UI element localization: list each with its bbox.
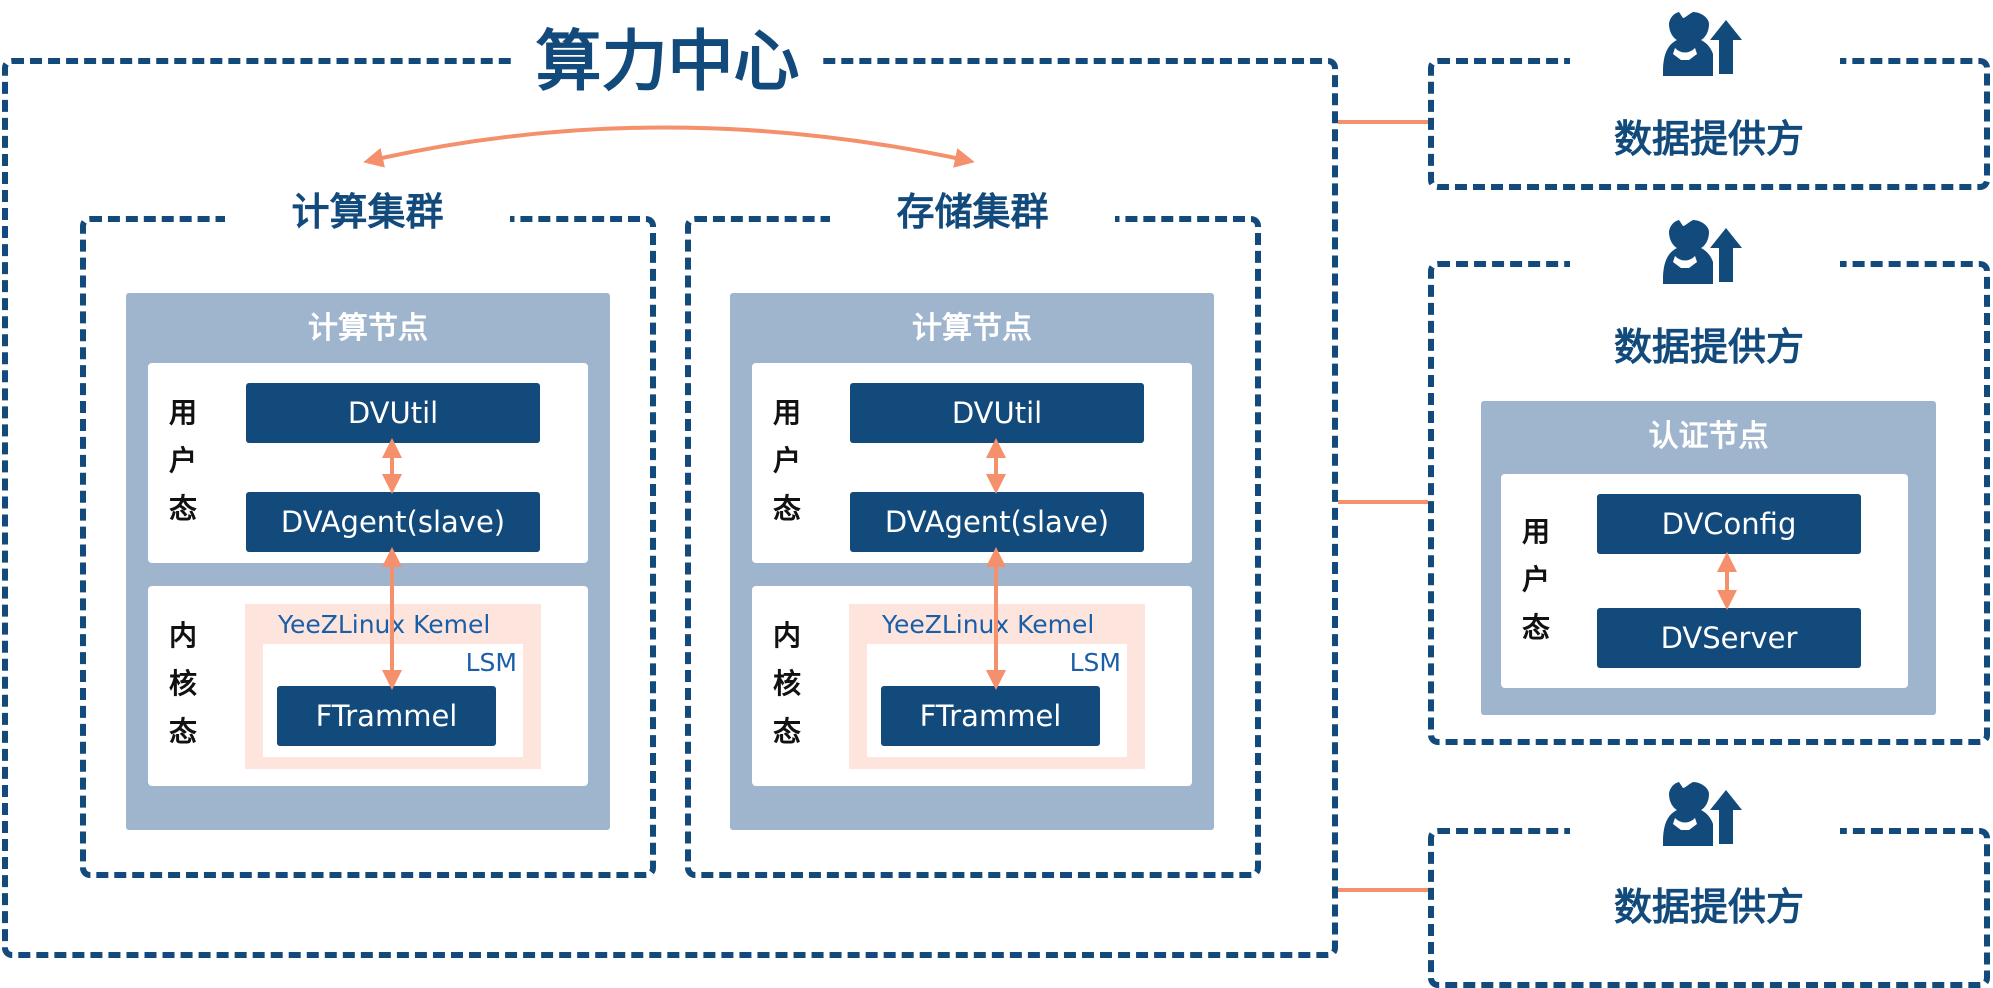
cluster-link-arrow [363,125,975,168]
compute-cluster-title: 计算集群 [225,187,510,237]
provider-title: 数据提供方 [1613,885,1804,929]
storage-cluster-title: 存储集群 [830,187,1115,237]
compute-node: 计算节点 用 户 态 DVUtil DVAgent(slave) 内 核 态 Y… [126,293,610,830]
user-mode-label: 用 户 态 [168,396,197,525]
compute-node-label: 计算节点 [308,311,428,346]
dvutil-box: DVUtil [850,383,1144,443]
lsm-box: LSM FTrammel [867,644,1127,757]
user-mode-label: 用 户 态 [772,396,801,525]
connectors [363,120,1737,892]
ftrammel-box: FTrammel [277,686,496,746]
provider-title: 数据提供方 [1613,325,1804,369]
kernel-module-box: YeeZLinux Kemel LSM FTrammel [849,604,1145,769]
kernel-mode-panel: 内 核 态 YeeZLinux Kemel LSM FTrammel [752,586,1192,786]
ftrammel-box: FTrammel [881,686,1100,746]
dvserver-box: DVServer [1597,608,1861,668]
user-mode-panel: 用 户 态 DVUtil DVAgent(slave) [752,363,1192,563]
kernel-mode-label: 内 核 态 [772,619,801,748]
lsm-label: LSM [465,648,517,677]
auth-node: 认证节点 用 户 态 DVConfig DVServer [1481,401,1936,715]
user-mode-label: 用 户 态 [1521,515,1550,644]
dvconfig-box: DVConfig [1597,494,1861,554]
user-upload-icon [1663,218,1743,288]
compute-center-title: 算力中心 [515,22,820,102]
user-mode-panel: 用 户 态 DVConfig DVServer [1501,474,1908,688]
provider-title: 数据提供方 [1613,117,1804,161]
auth-node-label: 认证节点 [1648,419,1769,454]
compute-node: 计算节点 用 户 态 DVUtil DVAgent(slave) 内 核 态 Y… [730,293,1214,830]
dvagent-box: DVAgent(slave) [246,492,540,552]
kernel-mode-panel: 内 核 态 YeeZLinux Kemel LSM FTrammel [148,586,588,786]
compute-node-label: 计算节点 [912,311,1032,346]
lsm-label: LSM [1069,648,1121,677]
user-upload-icon [1663,10,1743,80]
dvagent-box: DVAgent(slave) [850,492,1144,552]
user-upload-icon [1663,780,1743,850]
user-mode-panel: 用 户 态 DVUtil DVAgent(slave) [148,363,588,563]
kernel-mode-label: 内 核 态 [168,619,197,748]
dvutil-box: DVUtil [246,383,540,443]
